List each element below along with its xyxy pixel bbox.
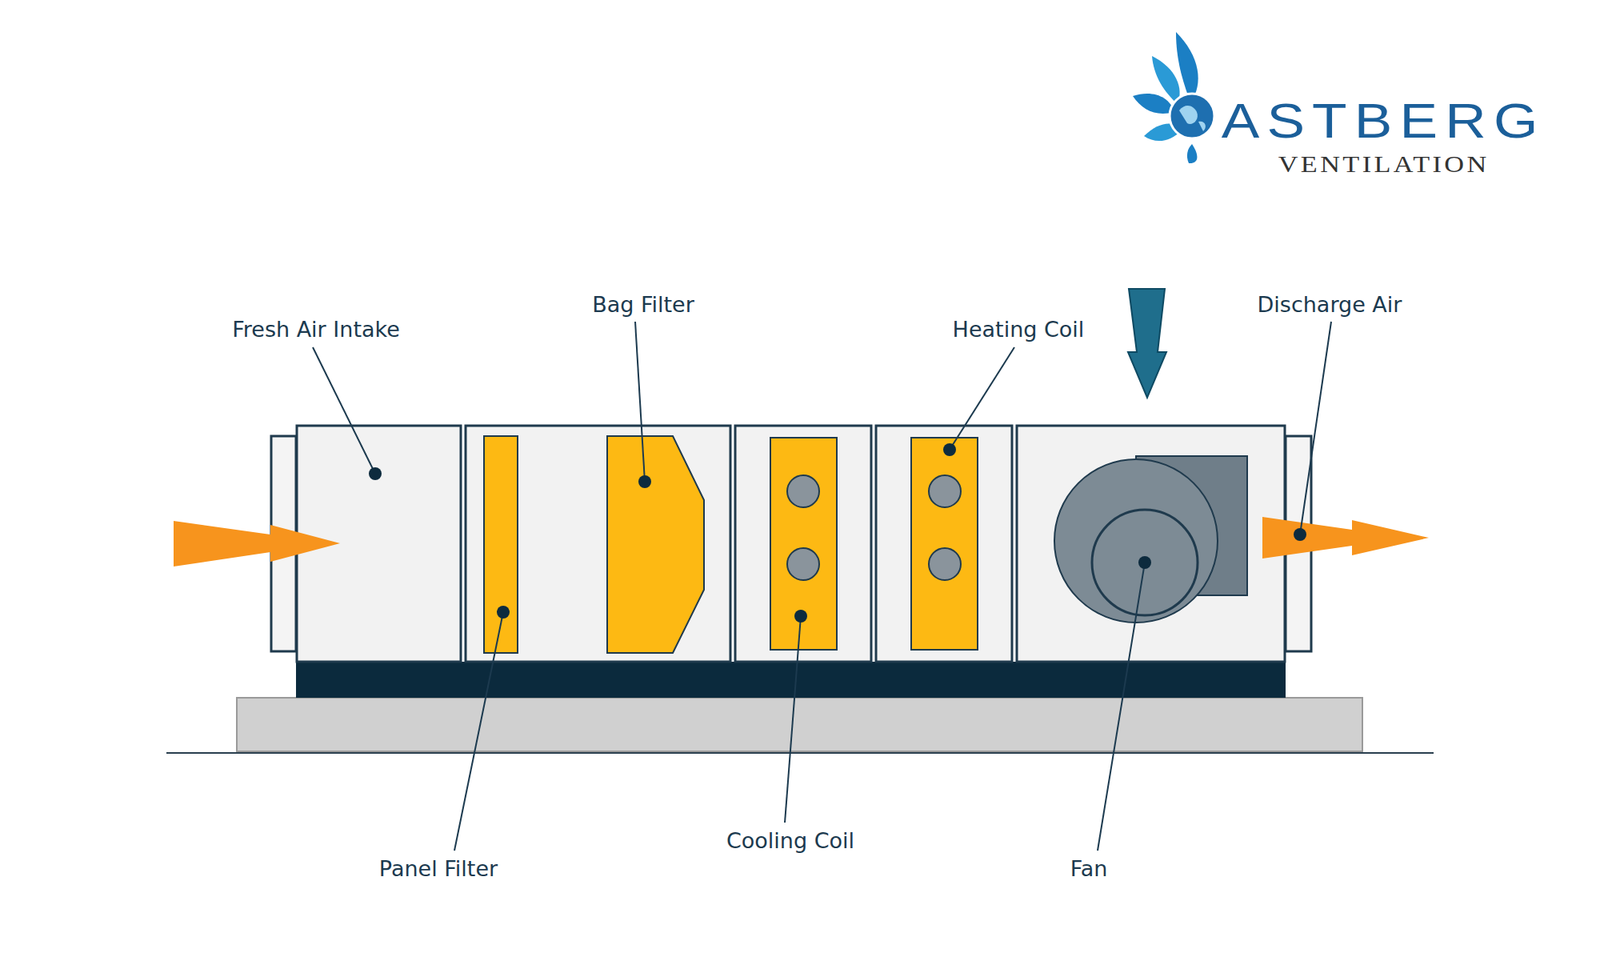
- part-label: Fan: [1070, 857, 1108, 880]
- airflow-down-arrow: [1128, 288, 1167, 398]
- logo-wordmark: ASTBERG: [1220, 96, 1545, 146]
- fan: [1054, 456, 1248, 623]
- logo-icon: [1132, 32, 1215, 164]
- unit-sections: [296, 425, 1285, 662]
- cooling-coil: [770, 437, 837, 650]
- leader-dots: [368, 443, 1307, 623]
- base-frame: [296, 661, 1286, 698]
- part-label: Discharge Air: [1257, 293, 1403, 316]
- ground-line: [166, 752, 1434, 754]
- part-label: Cooling Coil: [726, 829, 855, 852]
- inlet-arrow: [173, 520, 340, 567]
- part-label: Bag Filter: [592, 293, 695, 316]
- part-label: Heating Coil: [952, 318, 1085, 340]
- part-label: Panel Filter: [379, 857, 498, 880]
- plinth: [236, 697, 1363, 752]
- bag-filter: [607, 436, 704, 653]
- logo-tagline: VENTILATION: [1278, 152, 1490, 176]
- outlet-arrow: [1262, 516, 1429, 559]
- leader-lines: [312, 321, 1332, 851]
- heating-coil: [911, 437, 978, 650]
- part-label: Fresh Air Intake: [232, 318, 400, 340]
